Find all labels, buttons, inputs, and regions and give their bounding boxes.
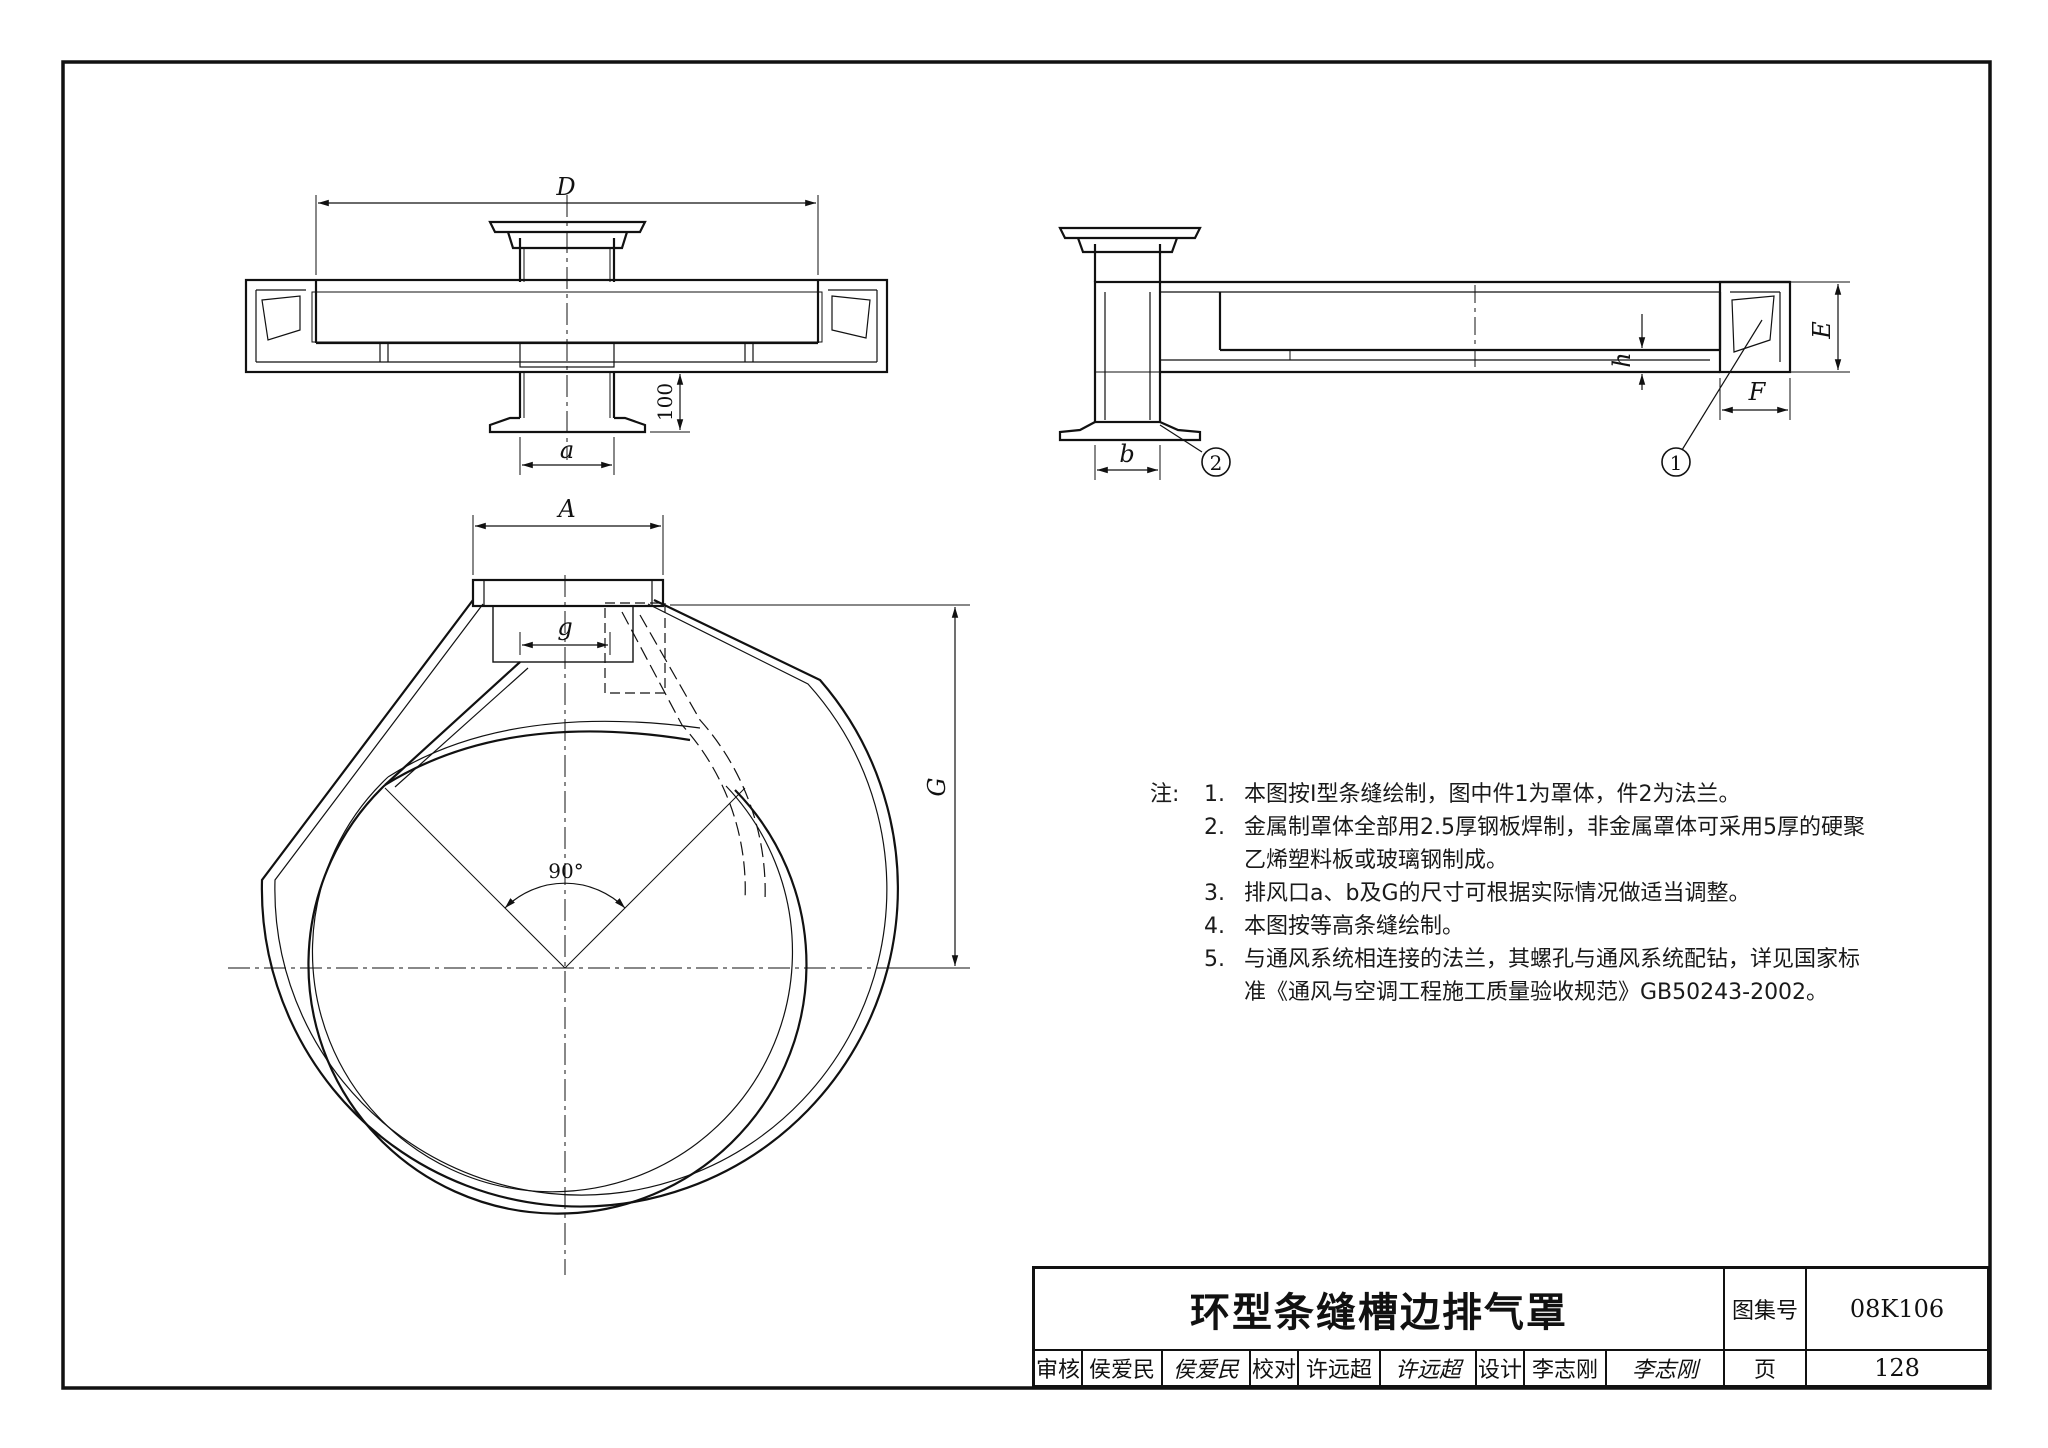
note-row: 5. 与通风系统相连接的法兰，其螺孔与通风系统配钻，详见国家标 [1150,943,1950,976]
dim-label-g: g [557,613,572,641]
checker-signature: 许远超 [1381,1351,1477,1385]
angle-label: 90° [548,859,583,883]
note-text: 准《通风与空调工程施工质量验收规范》GB50243-2002。 [1244,980,1829,1005]
callout-label-2: 2 [1210,451,1223,475]
note-row: 4. 本图按等高条缝绘制。 [1150,910,1950,943]
drawing-title: 环型条缝槽边排气罩 [1035,1269,1725,1351]
design-label: 设计 [1477,1351,1525,1385]
dim-label-A: A [556,495,575,523]
note-text: 本图按Ⅰ型条缝绘制，图中件1为罩体，件2为法兰。 [1244,782,1741,807]
note-text: 本图按等高条缝绘制。 [1244,914,1465,939]
note-row: 3. 排风口a、b及G的尺寸可根据实际情况做适当调整。 [1150,877,1950,910]
note-text: 金属制罩体全部用2.5厚钢板焊制，非金属罩体可采用5厚的硬聚 [1244,815,1865,840]
designer-signature: 李志刚 [1607,1351,1725,1385]
dim-label-F: F [1748,378,1767,406]
note-number [1204,976,1244,1009]
note-number [1204,844,1244,877]
side-section-view [1058,226,1850,480]
checker-name: 许远超 [1299,1351,1381,1385]
notes-label: 注: [1150,782,1180,807]
plan-view [228,515,970,1275]
note-text: 排风口a、b及G的尺寸可根据实际情况做适当调整。 [1244,881,1751,906]
atlas-label: 图集号 [1725,1269,1807,1351]
title-block: 环型条缝槽边排气罩 图集号 08K106 审核 侯爱民 侯爱民 校对 许远超 许… [1032,1266,1990,1388]
note-text: 与通风系统相连接的法兰，其螺孔与通风系统配钻，详见国家标 [1244,947,1861,972]
note-number: 3. [1204,881,1225,906]
note-number: 2. [1204,815,1225,840]
reviewer-signature: 侯爱民 [1163,1351,1251,1385]
note-row: 乙烯塑料板或玻璃钢制成。 [1150,844,1950,877]
callout-label-1: 1 [1670,451,1683,475]
note-number: 4. [1204,914,1225,939]
reviewer-name: 侯爱民 [1083,1351,1163,1385]
sheet-frame [61,60,1992,1390]
note-number: 1. [1204,782,1225,807]
dim-label-E: E [1808,321,1836,340]
dim-label-b: b [1119,440,1134,468]
designer-name: 李志刚 [1525,1351,1607,1385]
page-label: 页 [1725,1351,1807,1385]
atlas-number: 08K106 [1807,1269,1987,1351]
note-number: 5. [1204,947,1225,972]
dim-label-a: a [560,436,574,464]
dim-label-h: h [1608,352,1636,367]
note-row: 2. 金属制罩体全部用2.5厚钢板焊制，非金属罩体可采用5厚的硬聚 [1150,811,1950,844]
note-row: 准《通风与空调工程施工质量验收规范》GB50243-2002。 [1150,976,1950,1009]
check-label: 校对 [1251,1351,1299,1385]
note-row: 注: 1. 本图按Ⅰ型条缝绘制，图中件1为罩体，件2为法兰。 [1150,778,1950,811]
review-label: 审核 [1035,1351,1083,1385]
callout-circle-1 [1661,447,1691,477]
dim-label-G: G [923,777,951,796]
dim-label-D: D [555,173,575,201]
note-text: 乙烯塑料板或玻璃钢制成。 [1244,848,1509,873]
callout-circle-2 [1201,447,1231,477]
front-elevation-view [244,195,889,475]
dim-label-100: 100 [653,383,677,421]
page-number: 128 [1874,1354,1920,1382]
notes-block: 注: 1. 本图按Ⅰ型条缝绘制，图中件1为罩体，件2为法兰。 2. 金属制罩体全… [1150,778,1950,1009]
